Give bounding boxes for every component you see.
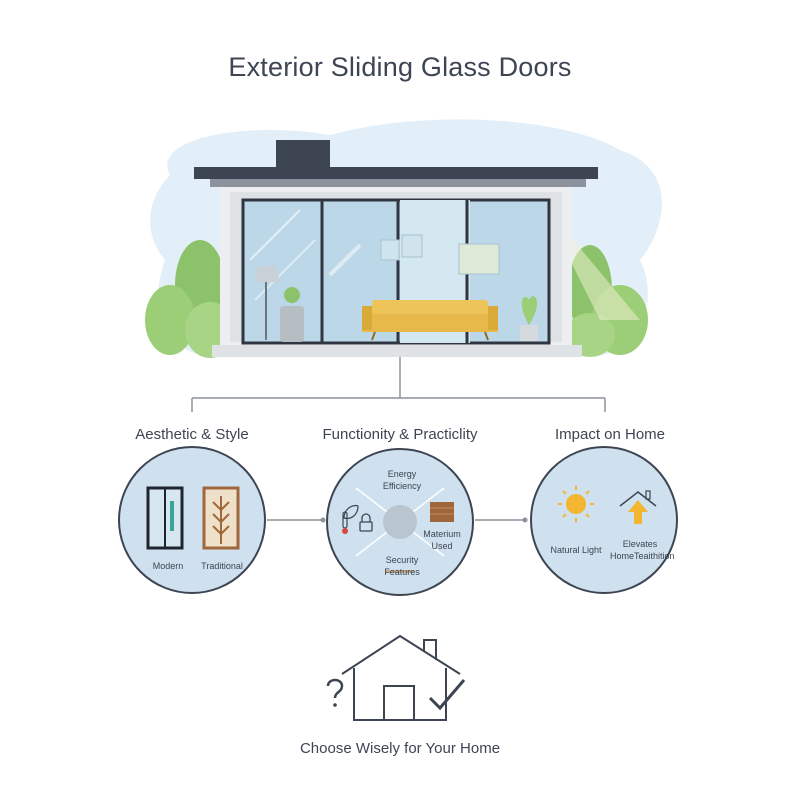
- modern-label: Modern: [152, 561, 184, 571]
- wood-sample-icon: [430, 502, 454, 522]
- right-bush-icon: [540, 200, 648, 357]
- sofa-icon: [362, 300, 498, 341]
- house-outline-icon: [326, 634, 466, 721]
- thermometer-icon: [342, 511, 348, 534]
- aesthetic-circle: Modern Traditional: [118, 446, 266, 594]
- section-label-functionality: Functionity & Practiclity: [322, 426, 478, 443]
- elevates-home-label: Elevates HomeTeaithition: [610, 539, 675, 561]
- roof: [194, 167, 598, 179]
- page-title: Exterior Sliding Glass Doors: [228, 52, 572, 82]
- question-mark-icon: [326, 678, 344, 707]
- modern-door-icon: [146, 486, 184, 550]
- energy-efficiency-label: Energy Efficiency: [382, 469, 422, 491]
- house-arrow-icon: [619, 490, 657, 524]
- sun-icon: [558, 486, 594, 522]
- material-used-label: Materium Used: [423, 529, 461, 551]
- natural-light-label: Natural Light: [550, 545, 602, 555]
- security-features-label: Security Features: [384, 555, 420, 577]
- functionality-circle: Energy Efficiency Materium Used Security…: [326, 448, 474, 596]
- leaf-icon: [343, 504, 359, 519]
- lock-icon: [359, 513, 373, 532]
- checkmark-icon: [428, 679, 466, 711]
- chimney: [276, 140, 330, 170]
- footer-caption: Choose Wisely for Your Home: [299, 740, 501, 757]
- section-label-aesthetic: Aesthetic & Style: [135, 426, 249, 443]
- impact-circle: Natural Light Elevates HomeTeaithition: [530, 446, 678, 594]
- section-label-impact: Impact on Home: [554, 426, 666, 443]
- traditional-door-icon: [202, 486, 240, 550]
- traditional-label: Traditional: [201, 561, 243, 571]
